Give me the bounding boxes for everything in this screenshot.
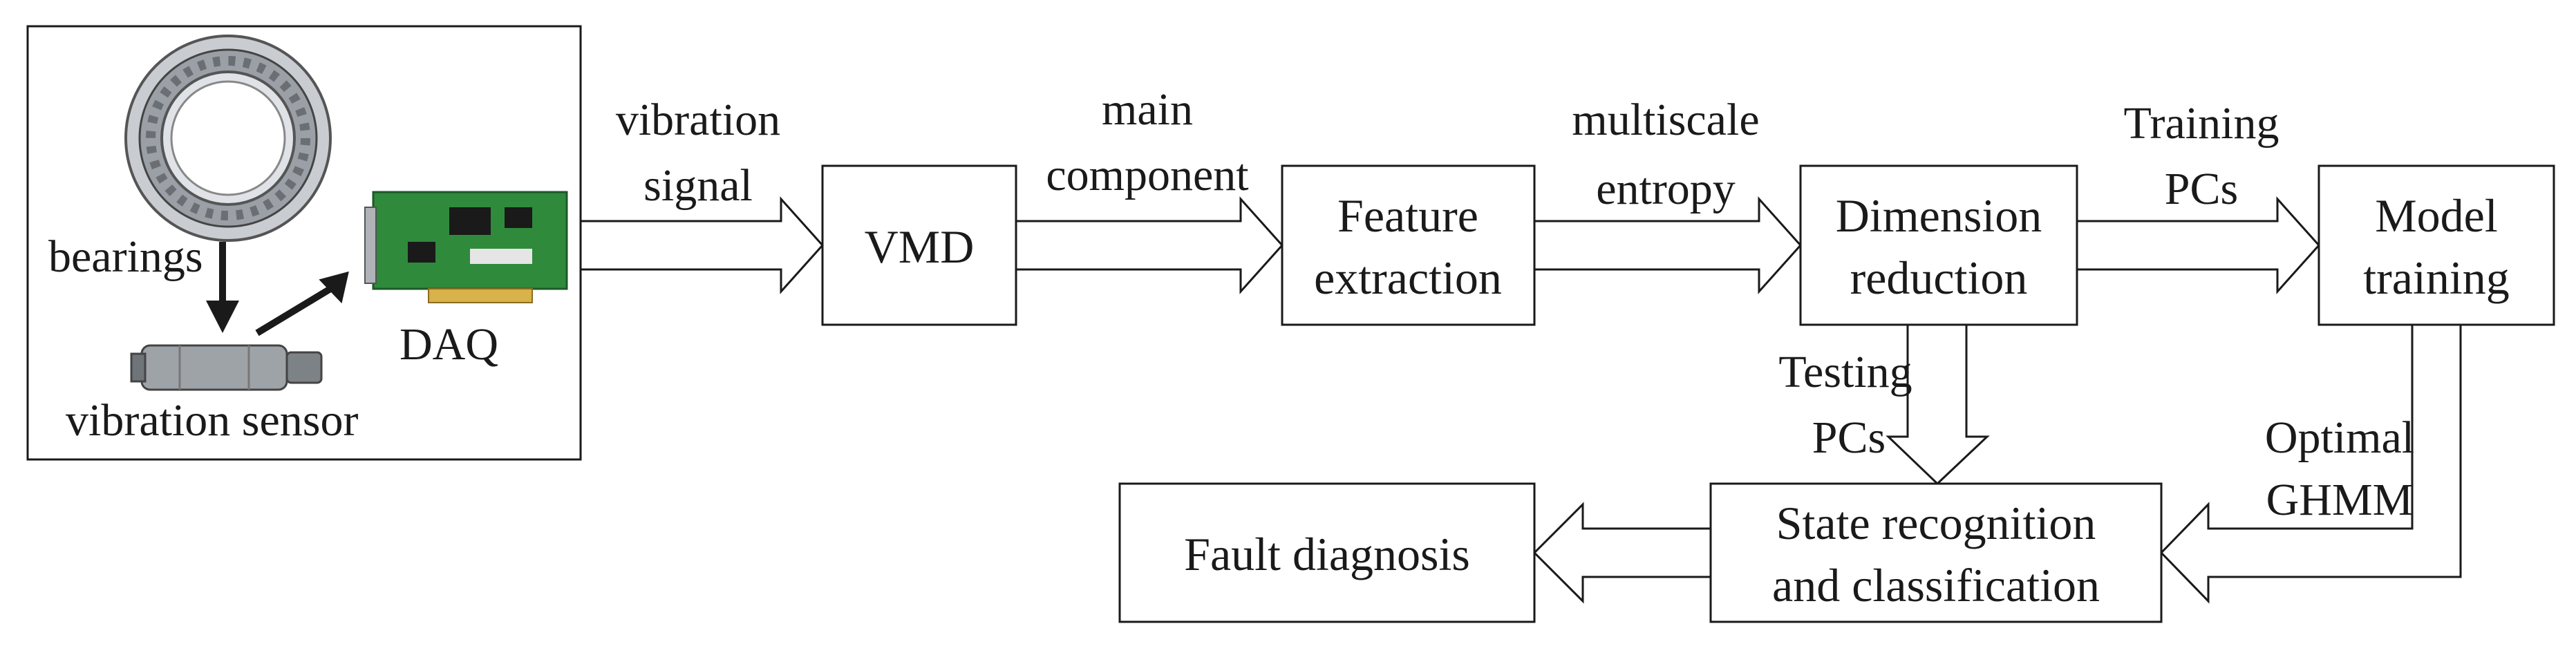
arrow-ghmm-label-1: Optimal <box>2265 412 2414 463</box>
diagonal-arrow-icon <box>255 271 349 336</box>
down-arrow-icon <box>206 242 239 333</box>
daq-board-icon <box>364 191 568 303</box>
fault-label: Fault diagnosis <box>1184 528 1470 580</box>
bearings-label: bearings <box>48 231 203 282</box>
model-training-box <box>2318 164 2555 326</box>
arrow-signal-label-1: vibration <box>616 95 780 145</box>
arrow-main-label-2: component <box>1046 150 1248 200</box>
arrow-entropy <box>1533 196 1803 294</box>
state-label-2: and classification <box>1772 559 2100 611</box>
arrow-main-label-1: main <box>1102 84 1193 135</box>
arrow-ghmm-label-2: GHMM <box>2266 475 2414 525</box>
dimension-label-1: Dimension <box>1836 189 2042 242</box>
arrow-signal-label-2: signal <box>643 160 753 211</box>
state-label-1: State recognition <box>1776 497 2096 549</box>
arrow-training-label-1: Training <box>2124 98 2279 149</box>
arrow-training-pcs <box>2076 196 2321 294</box>
arrow-entropy-label-2: entropy <box>1596 164 1736 214</box>
vibration-sensor-label: vibration sensor <box>66 395 358 446</box>
arrow-main-component <box>1015 196 1284 294</box>
vmd-label: VMD <box>865 220 975 273</box>
model-label-2: training <box>2363 251 2510 304</box>
fault-diagnosis-box <box>1118 482 1536 623</box>
dimension-reduction-box <box>1799 164 2078 326</box>
vibration-sensor-icon <box>130 344 323 391</box>
dimension-label-2: reduction <box>1850 251 2028 304</box>
arrow-signal <box>579 196 825 294</box>
bearing-icon <box>124 35 332 242</box>
feature-label-1: Feature <box>1337 189 1478 242</box>
arrow-testing-label-2: PCs <box>1812 412 1886 463</box>
state-recognition-box <box>1709 482 2163 623</box>
arrow-to-fault <box>1532 502 1712 604</box>
arrow-optimal-ghmm <box>2159 323 2462 604</box>
daq-label: DAQ <box>399 319 498 370</box>
arrow-training-label-2: PCs <box>2165 164 2238 214</box>
arrow-testing-label-1: Testing <box>1778 347 1912 397</box>
model-label-1: Model <box>2375 189 2498 242</box>
vmd-box <box>821 164 1017 326</box>
feature-extraction-box <box>1281 164 1536 326</box>
arrow-entropy-label-1: multiscale <box>1572 95 1759 145</box>
feature-label-2: extraction <box>1314 251 1502 304</box>
arrow-testing-pcs <box>1886 323 1990 486</box>
